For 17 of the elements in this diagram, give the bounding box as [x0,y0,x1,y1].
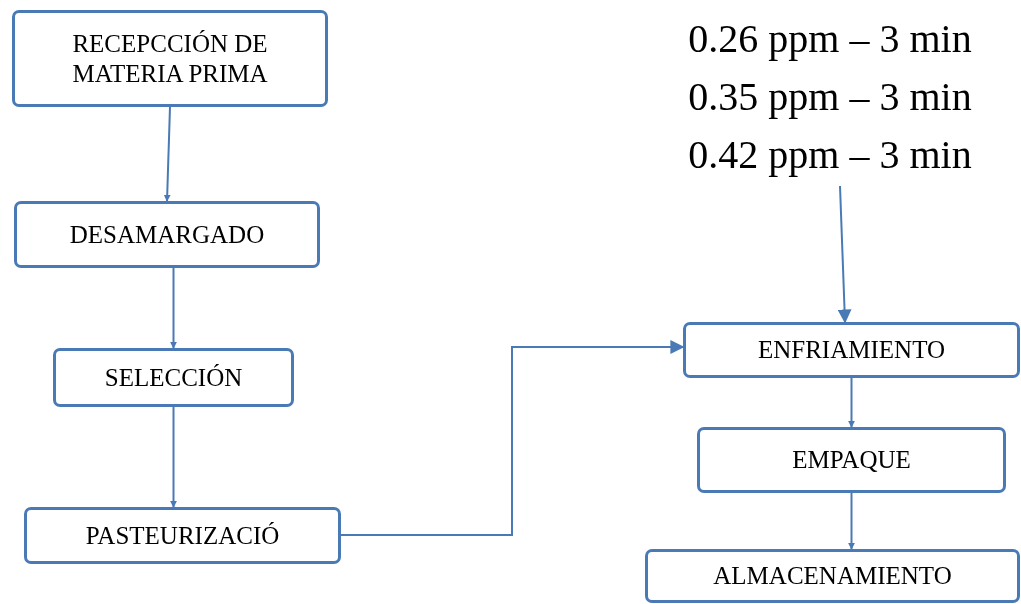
dosage-text: 0.35 ppm – 3 min [688,73,972,121]
arrow [837,185,852,324]
process-box: SELECCIÓN [53,348,294,407]
arrow [163,106,171,202]
process-box: EMPAQUE [697,427,1006,493]
dosage-text: 0.26 ppm – 3 min [688,15,972,63]
process-box: ENFRIAMIENTO [683,322,1020,378]
process-box: ALMACENAMIENTO [645,549,1020,603]
dosage-text: 0.42 ppm – 3 min [688,131,972,179]
arrow [170,267,177,349]
arrow [340,340,685,536]
process-box: PASTEURIZACIÓ [24,507,341,564]
arrow [848,492,855,550]
process-box: RECEPCCIÓN DE MATERIA PRIMA [12,10,328,107]
arrow [170,406,177,508]
process-box: DESAMARGADO [14,201,320,268]
arrow [848,377,855,428]
